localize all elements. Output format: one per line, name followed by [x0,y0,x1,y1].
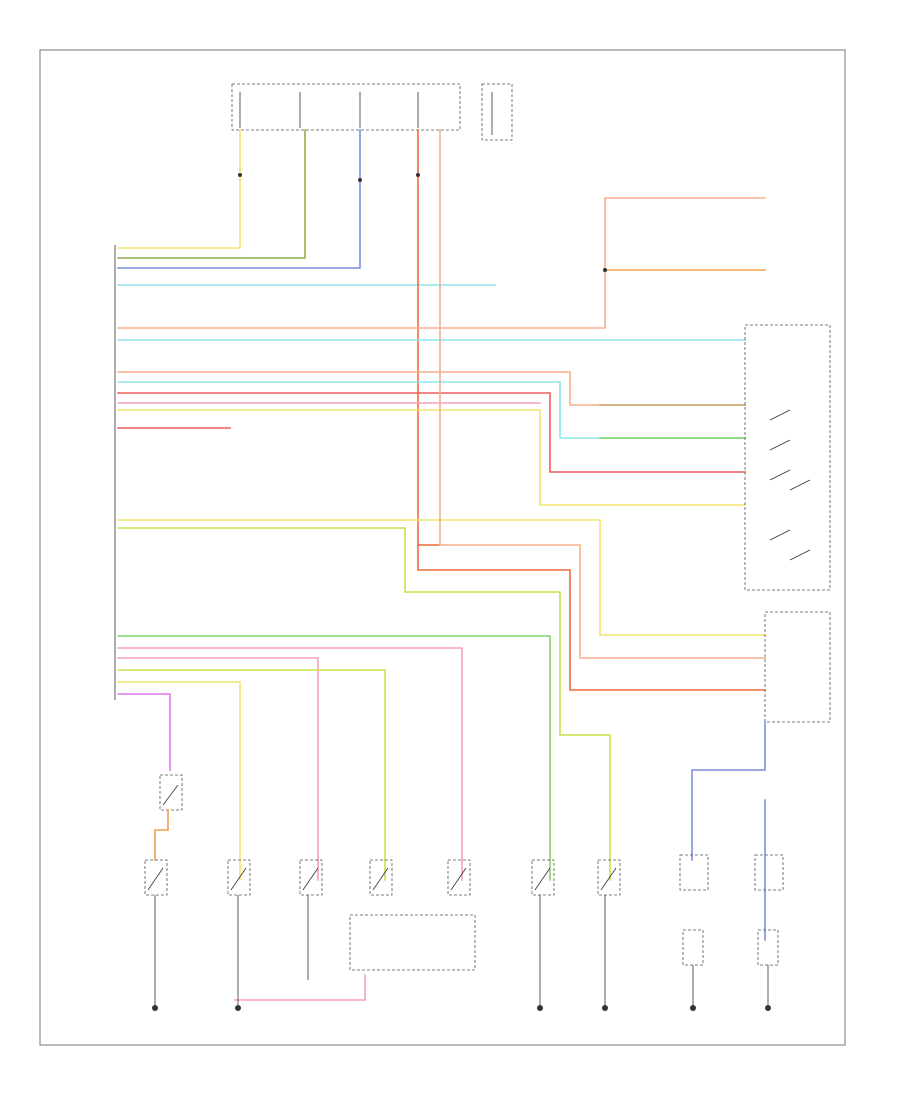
motor-a-box [682,929,704,966]
wire-salmon-2 [117,269,606,329]
wire-group-lower [117,129,766,881]
connector-dots [238,173,607,272]
ground-icon [690,1005,696,1011]
relay-switch-5 [769,529,791,541]
ground-icon [765,1005,771,1011]
wire-magenta-1 [117,693,171,771]
switch-fuse-b-box [754,854,784,891]
wire-pink-2 [117,647,463,881]
relay-switch-3 [769,469,791,481]
switch-cyl-box [597,859,621,896]
switch-blade-1 [147,867,164,891]
relay-box [744,324,831,591]
switch-blade-4 [372,867,389,891]
wire-yellow-3 [117,519,766,636]
wire-group-right-upper [117,197,766,341]
wire-yellow-2 [117,409,746,506]
switch-door-lf-box [227,859,251,896]
wire-lime-2 [117,669,386,881]
splice-dot [416,173,420,177]
fuse-box-row [231,83,513,141]
switch-blade-7 [600,867,617,891]
splice-dot [238,173,242,177]
ground-drops [154,895,769,1005]
wire-yellow-1 [117,129,241,249]
switch-row [144,774,784,1001]
wire-salmon-3 [117,371,746,406]
splice-dot [603,268,607,272]
switch-hood-blade [162,784,179,806]
switch-door-lr-box [369,859,393,896]
wire-red-1 [117,392,746,473]
wire-olive-1 [117,129,306,259]
wire-lime-1 [117,527,611,881]
switch-blade-5 [450,867,467,891]
wire-orange-main [417,129,441,546]
wire-orange-3 [417,544,766,691]
wire-green-2 [117,635,551,881]
switch-liftgate-box [144,859,168,896]
switch-hood-box [159,774,183,811]
relay-switch-4 [789,479,811,491]
relay-box-outline [744,324,831,591]
wire-group-top [117,129,496,546]
wire-yellow-4 [117,681,241,881]
wire-pink-3 [117,657,319,881]
relay-switch-6 [789,549,811,561]
switch-blade-2 [230,867,247,891]
fuse-box-1 [231,83,461,131]
lower-module-outline [764,611,831,723]
switch-blade-3 [302,867,319,891]
door-cluster-box [349,914,476,971]
splice-dot [358,178,362,182]
ground-symbols [152,1005,771,1011]
relay-switch-2 [769,439,791,451]
relay-switch-1 [769,409,791,421]
switch-door-rf-box [299,859,323,896]
wire-salmon-1 [604,197,766,271]
switch-door-rr-box [447,859,471,896]
ground-icon [537,1005,543,1011]
ground-icon [152,1005,158,1011]
wire-group-middle [117,371,746,506]
wire-salmon-4 [439,129,766,659]
wire-pink-ground [234,974,366,1001]
diagram-frame [39,49,846,1046]
wire-blue-2 [691,721,766,861]
switch-fuse-a-box [679,854,709,891]
switch-key-box [531,859,555,896]
ground-icon [235,1005,241,1011]
switch-blade-6 [534,867,551,891]
motor-b-box [757,929,779,966]
wire-orange-hood [154,809,169,861]
ground-icon [602,1005,608,1011]
wire-blue-1 [117,129,361,269]
lower-right-module [691,611,831,941]
fuse-box-2 [481,83,513,141]
